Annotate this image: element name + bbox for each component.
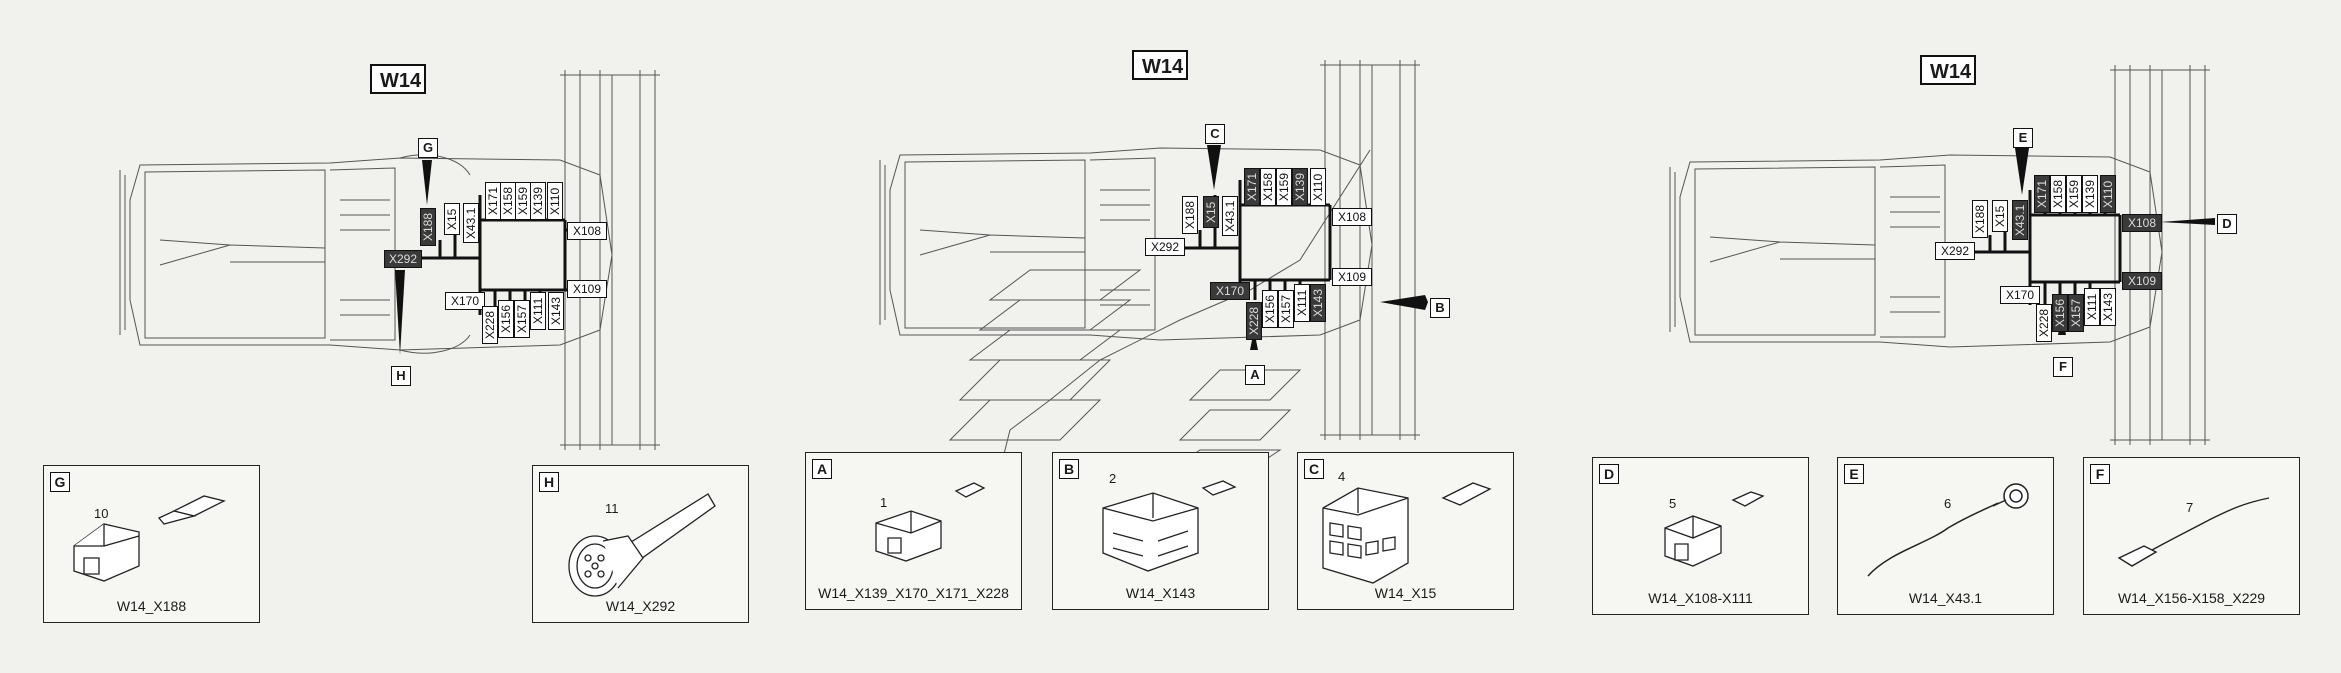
detail-panel-e: E 6 W14_X43.1 xyxy=(1837,457,2054,615)
connector-label-top: X43.1 xyxy=(2012,200,2028,240)
callout-h: H xyxy=(391,366,411,386)
connector-2-icon xyxy=(1102,480,1237,572)
connector-label-left-bottom: X170 xyxy=(445,292,485,310)
callout-e: E xyxy=(2013,128,2033,148)
panel-tag: C xyxy=(1304,459,1324,479)
connector-label-right: X108 xyxy=(2122,214,2162,232)
callout-b: B xyxy=(1430,298,1450,318)
connector-10-icon xyxy=(73,495,226,582)
connector-label-top: X110 xyxy=(2100,175,2116,213)
part-number: 5 xyxy=(1669,496,1677,511)
connector-label-top: X171 xyxy=(2034,175,2050,213)
panel-caption: W14_X139_X170_X171_X228 xyxy=(818,585,1009,601)
callout-c: C xyxy=(1205,124,1225,144)
panel-caption: W14_X108-X111 xyxy=(1648,590,1753,606)
panel-caption: W14_X143 xyxy=(1125,585,1196,601)
panel-caption: W14_X188 xyxy=(116,598,187,614)
panel-tag: D xyxy=(1599,464,1619,484)
connector-5-icon xyxy=(1664,491,1765,567)
connector-label-left-bottom: X170 xyxy=(2000,286,2040,304)
connector-label-left: X292 xyxy=(1935,242,1975,260)
callout-f: F xyxy=(2053,357,2073,377)
connector-label-top: X159 xyxy=(2066,175,2082,213)
connector-label-bottom: X143 xyxy=(2100,288,2116,326)
connector-label-bottom: X156 xyxy=(2052,294,2068,332)
connector-label-top: X158 xyxy=(2050,175,2066,213)
connector-label-bottom: X157 xyxy=(2068,294,2084,332)
panel-tag: F xyxy=(2090,464,2110,484)
connector-4-icon xyxy=(1322,482,1492,584)
detail-panel-c: C 4 W14_X15 xyxy=(1297,452,1514,610)
part-number: 7 xyxy=(2186,500,2194,515)
detail-panel-h: H 11 W14_X292 xyxy=(532,465,749,623)
connector-label-top: X188 xyxy=(1972,200,1988,238)
detail-panel-a: A 1 W14_X139_X170_X171_X228 xyxy=(805,452,1022,610)
connector-label-left: X292 xyxy=(384,250,422,268)
connector-label-right-bottom: X109 xyxy=(2122,272,2162,290)
connector-label-bottom: X228 xyxy=(2036,304,2052,342)
detail-panel-b: B 2 W14_X143 xyxy=(1052,452,1269,610)
part-number: 11 xyxy=(605,501,619,516)
panel-tag: B xyxy=(1059,459,1079,479)
part-number: 2 xyxy=(1109,471,1117,486)
connector-label-right: X108 xyxy=(567,222,607,240)
connector-label-top: X139 xyxy=(2082,175,2098,213)
connector-11-icon xyxy=(568,493,716,597)
detail-panel-d: D 5 W14_X108-X111 xyxy=(1592,457,1809,615)
detail-panel-f: F 7 W14_X156-X158_X229 xyxy=(2083,457,2300,615)
panel-tag: G xyxy=(50,472,70,492)
panel-tag: E xyxy=(1844,464,1864,484)
connector-label-left: X292 xyxy=(1145,238,1185,256)
view-1-title: W14 xyxy=(370,64,426,94)
part-number: 4 xyxy=(1338,469,1346,484)
callout-a: A xyxy=(1245,365,1265,385)
connector-label-right: X108 xyxy=(1332,208,1372,226)
panel-tag: A xyxy=(812,459,832,479)
connector-label-right-bottom: X109 xyxy=(1332,268,1372,286)
panel-caption: W14_X156-X158_X229 xyxy=(2117,590,2266,606)
panel-caption: W14_X292 xyxy=(605,598,676,614)
part-number: 6 xyxy=(1944,496,1952,511)
part-number: 1 xyxy=(880,495,888,510)
connector-1-icon xyxy=(875,482,986,562)
callout-g: G xyxy=(418,138,438,158)
part-number: 10 xyxy=(94,506,109,521)
detail-panel-g: G 10 W14_X188 xyxy=(43,465,260,623)
ring-terminal-icon xyxy=(1867,483,2029,577)
panel-tag: H xyxy=(539,472,559,492)
panel-caption: W14_X15 xyxy=(1374,585,1437,601)
view-3-title: W14 xyxy=(1920,55,1976,85)
view-2-title: W14 xyxy=(1132,50,1188,80)
panel-caption: W14_X43.1 xyxy=(1908,590,1983,606)
flat-terminal-icon xyxy=(2117,497,2270,567)
connector-label-left-bottom: X170 xyxy=(1210,282,1250,300)
connector-label-bottom: X111 xyxy=(2084,288,2100,326)
callout-d: D xyxy=(2217,214,2237,234)
connector-label-top: X15 xyxy=(1992,200,2008,232)
connector-label-right-bottom: X109 xyxy=(567,280,607,298)
